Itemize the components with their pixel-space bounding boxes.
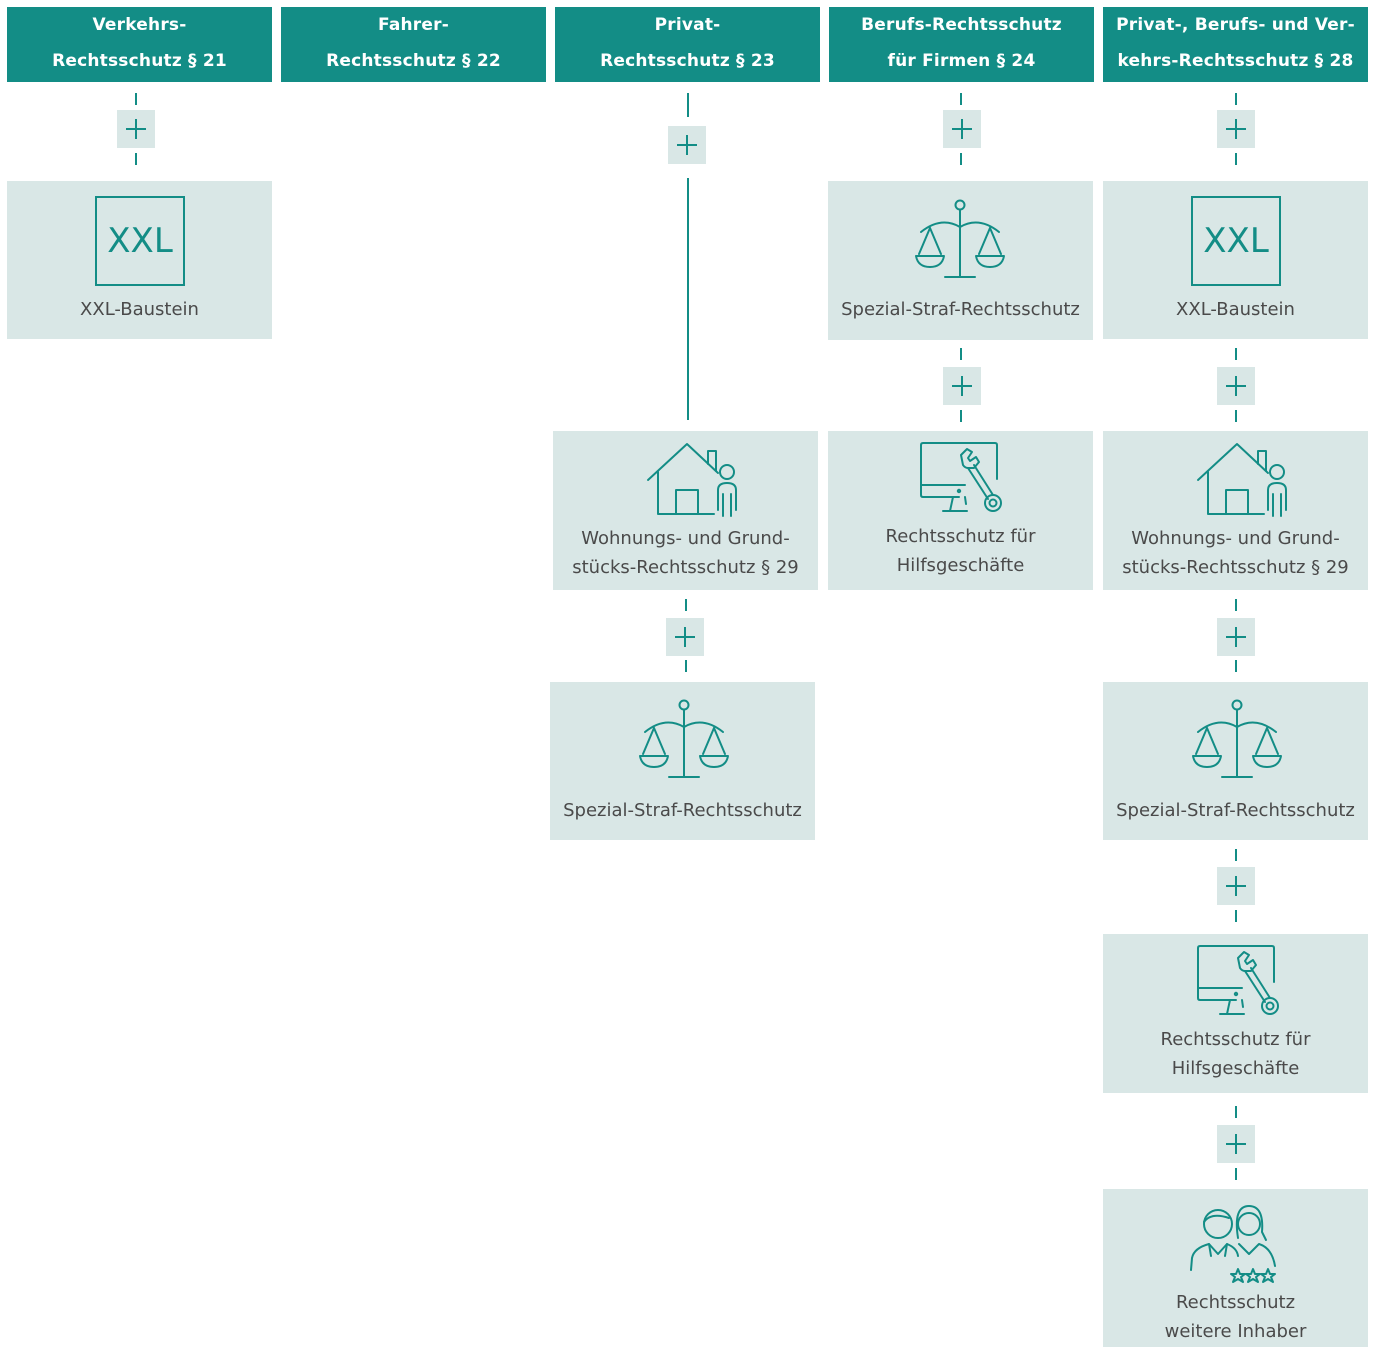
- module-label-line2: Hilfsgeschäfte: [1171, 1058, 1300, 1079]
- module-label-line2: Hilfsgeschäfte: [896, 555, 1025, 576]
- module-xxl-baustein: XXL XXL-Baustein: [1103, 181, 1368, 339]
- plus-icon: [1217, 367, 1255, 405]
- module-hilfsgeschaefte: Rechtsschutz für Hilfsgeschäfte: [828, 431, 1093, 590]
- column-header-beruf-firmen: Berufs-Rechtsschutz für Firmen § 24: [829, 7, 1094, 82]
- module-label: Spezial-Straf-Rechtsschutz: [563, 800, 802, 821]
- module-label-line2: weitere Inhaber: [1164, 1321, 1307, 1342]
- module-label-line1: Wohnungs- und Grund-: [1131, 528, 1340, 549]
- connector-tick: [960, 153, 962, 165]
- connector-tick: [135, 153, 137, 165]
- connector-tick: [685, 599, 687, 611]
- connector-tick: [1235, 849, 1237, 861]
- monitor-wrench-icon: [1197, 945, 1279, 1015]
- header-line2: Rechtsschutz § 21: [52, 51, 227, 71]
- header-line1: Privat-: [654, 15, 721, 35]
- module-label: XXL-Baustein: [1176, 299, 1295, 320]
- plus-icon: [1217, 618, 1255, 656]
- header-line1: Berufs-Rechtsschutz: [861, 15, 1062, 35]
- module-label: Spezial-Straf-Rechtsschutz: [841, 299, 1080, 320]
- column-header-privat: Privat- Rechtsschutz § 23: [555, 7, 820, 82]
- plus-icon: [943, 110, 981, 148]
- house-person-icon: [1197, 443, 1287, 517]
- connector-tick: [960, 93, 962, 105]
- connector-tick: [1235, 660, 1237, 672]
- house-person-icon: [647, 443, 737, 517]
- scales-icon: [1192, 699, 1282, 778]
- header-line2: Rechtsschutz § 22: [326, 51, 501, 71]
- module-spezial-straf: Spezial-Straf-Rechtsschutz: [1103, 682, 1368, 840]
- connector-tick: [1235, 348, 1237, 360]
- connector-tick: [1235, 1168, 1237, 1180]
- module-label-line2: stücks-Rechtsschutz § 29: [572, 557, 799, 578]
- plus-icon: [1217, 1125, 1255, 1163]
- module-label-line1: Rechtsschutz: [1175, 1292, 1296, 1313]
- module-wohnungs-grundstuecks: Wohnungs- und Grund- stücks-Rechtsschutz…: [553, 431, 818, 590]
- xxl-icon: XXL: [1191, 196, 1281, 286]
- module-hilfsgeschaefte: Rechtsschutz für Hilfsgeschäfte: [1103, 934, 1368, 1093]
- module-label-line1: Rechtsschutz für: [1160, 1029, 1311, 1050]
- connector-tick: [1235, 153, 1237, 165]
- scales-icon: [639, 699, 729, 778]
- plus-icon: [1217, 867, 1255, 905]
- module-spezial-straf: Spezial-Straf-Rechtsschutz: [828, 181, 1093, 340]
- connector-tick: [960, 410, 962, 422]
- header-line2: für Firmen § 24: [887, 51, 1036, 71]
- header-line2: kehrs-Rechtsschutz § 28: [1117, 51, 1354, 71]
- plus-icon: [117, 110, 155, 148]
- plus-icon: [1217, 110, 1255, 148]
- header-line1: Privat-, Berufs- und Ver-: [1116, 15, 1355, 35]
- header-line2: Rechtsschutz § 23: [600, 51, 775, 71]
- connector-tick: [135, 93, 137, 105]
- module-spezial-straf: Spezial-Straf-Rechtsschutz: [550, 682, 815, 840]
- connector-tick: [1235, 410, 1237, 422]
- module-label-line1: Rechtsschutz für: [885, 526, 1036, 547]
- people-stars-icon: [1190, 1205, 1276, 1283]
- module-xxl-baustein: XXL XXL-Baustein: [7, 181, 272, 339]
- column-header-fahrer: Fahrer- Rechtsschutz § 22: [281, 7, 546, 82]
- column-header-verkehr: Verkehrs- Rechtsschutz § 21: [7, 7, 272, 82]
- connector-tick: [1235, 599, 1237, 611]
- monitor-wrench-icon: [920, 442, 1002, 512]
- connector-tick: [1235, 910, 1237, 922]
- connector-tick: [1235, 93, 1237, 105]
- module-label-line2: stücks-Rechtsschutz § 29: [1122, 557, 1349, 578]
- module-wohnungs-grundstuecks: Wohnungs- und Grund- stücks-Rechtsschutz…: [1103, 431, 1368, 590]
- plus-icon: [666, 618, 704, 656]
- plus-icon: [668, 126, 706, 164]
- header-line1: Fahrer-: [378, 15, 449, 35]
- module-label-line1: Wohnungs- und Grund-: [581, 528, 790, 549]
- connector-tick: [1235, 1106, 1237, 1118]
- connector-line: [687, 93, 689, 117]
- header-line1: Verkehrs-: [92, 15, 187, 35]
- xxl-icon: XXL: [95, 196, 185, 286]
- module-label: Spezial-Straf-Rechtsschutz: [1116, 800, 1355, 821]
- connector-tick: [960, 348, 962, 360]
- module-weitere-inhaber: Rechtsschutz weitere Inhaber: [1103, 1189, 1368, 1347]
- column-header-privat-beruf-verkehr: Privat-, Berufs- und Ver- kehrs-Rechtssc…: [1103, 7, 1368, 82]
- plus-icon: [943, 367, 981, 405]
- scales-icon: [915, 199, 1005, 278]
- connector-tick: [685, 660, 687, 672]
- connector-line: [687, 178, 689, 420]
- module-label: XXL-Baustein: [80, 299, 199, 320]
